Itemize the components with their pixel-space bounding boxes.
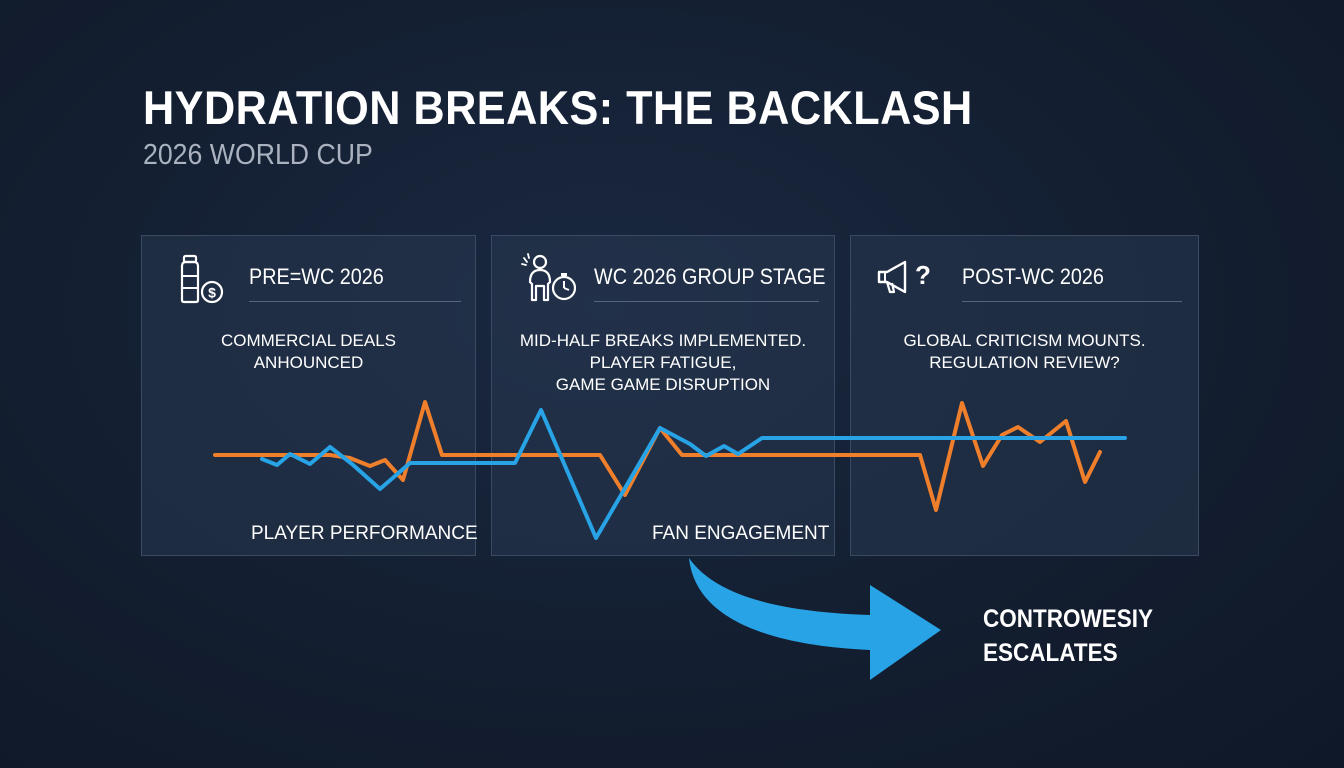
panel-description: MID-HALF BREAKS IMPLEMENTED. PLAYER FATI…	[492, 330, 834, 396]
panel-description: GLOBAL CRITICISM MOUNTS. REGULATION REVI…	[851, 330, 1198, 374]
divider	[962, 301, 1182, 302]
panel-group-stage: WC 2026 GROUP STAGE MID-HALF BREAKS IMPL…	[491, 235, 835, 556]
page-title: HYDRATION BREAKS: THE BACKLASH	[143, 81, 973, 134]
callout-line: CONTROWESIY	[983, 605, 1154, 633]
panel-label: WC 2026 GROUP STAGE	[594, 264, 826, 289]
panel-pre-wc: $ PRE=WC 2026 COMMERCIAL DEALS ANHOUNCED	[141, 235, 476, 556]
panel-description: COMMERCIAL DEALS ANHOUNCED	[142, 330, 475, 374]
fan-engagement-line	[260, 408, 1127, 540]
bottle-money-icon: $	[180, 254, 224, 304]
description-line: GLOBAL CRITICISM MOUNTS.	[903, 331, 1146, 350]
player-performance-line	[213, 400, 1102, 512]
tired-player-clock-icon	[521, 253, 577, 302]
description-line: REGULATION REVIEW?	[929, 353, 1120, 372]
description-line: PLAYER FATIGUE,	[589, 353, 737, 372]
escalation-callout: CONTROWESIY ESCALATES	[983, 602, 1153, 670]
escalation-arrow	[689, 558, 941, 680]
divider	[594, 301, 819, 302]
panel-label: POST-WC 2026	[962, 264, 1104, 289]
panel-post-wc: ? POST-WC 2026 GLOBAL CRITICISM MOUNTS. …	[850, 235, 1199, 556]
panel-label: PRE=WC 2026	[249, 264, 384, 289]
description-line: GAME GAME DISRUPTION	[555, 375, 771, 394]
description-line: COMMERCIAL DEALS	[220, 331, 397, 350]
svg-text:?: ?	[915, 260, 931, 290]
divider	[249, 301, 461, 302]
description-line: MID-HALF BREAKS IMPLEMENTED.	[519, 331, 807, 350]
series-label-fan-engagement: FAN ENGAGEMENT	[652, 523, 830, 544]
series-label-player-performance: PLAYER PERFORMANCE	[251, 523, 478, 544]
description-line: ANHOUNCED	[253, 353, 364, 372]
page-subtitle: 2026 WORLD CUP	[143, 139, 373, 171]
svg-text:$: $	[208, 285, 216, 301]
callout-line: ESCALATES	[983, 639, 1118, 667]
megaphone-question-icon: ?	[877, 260, 931, 294]
